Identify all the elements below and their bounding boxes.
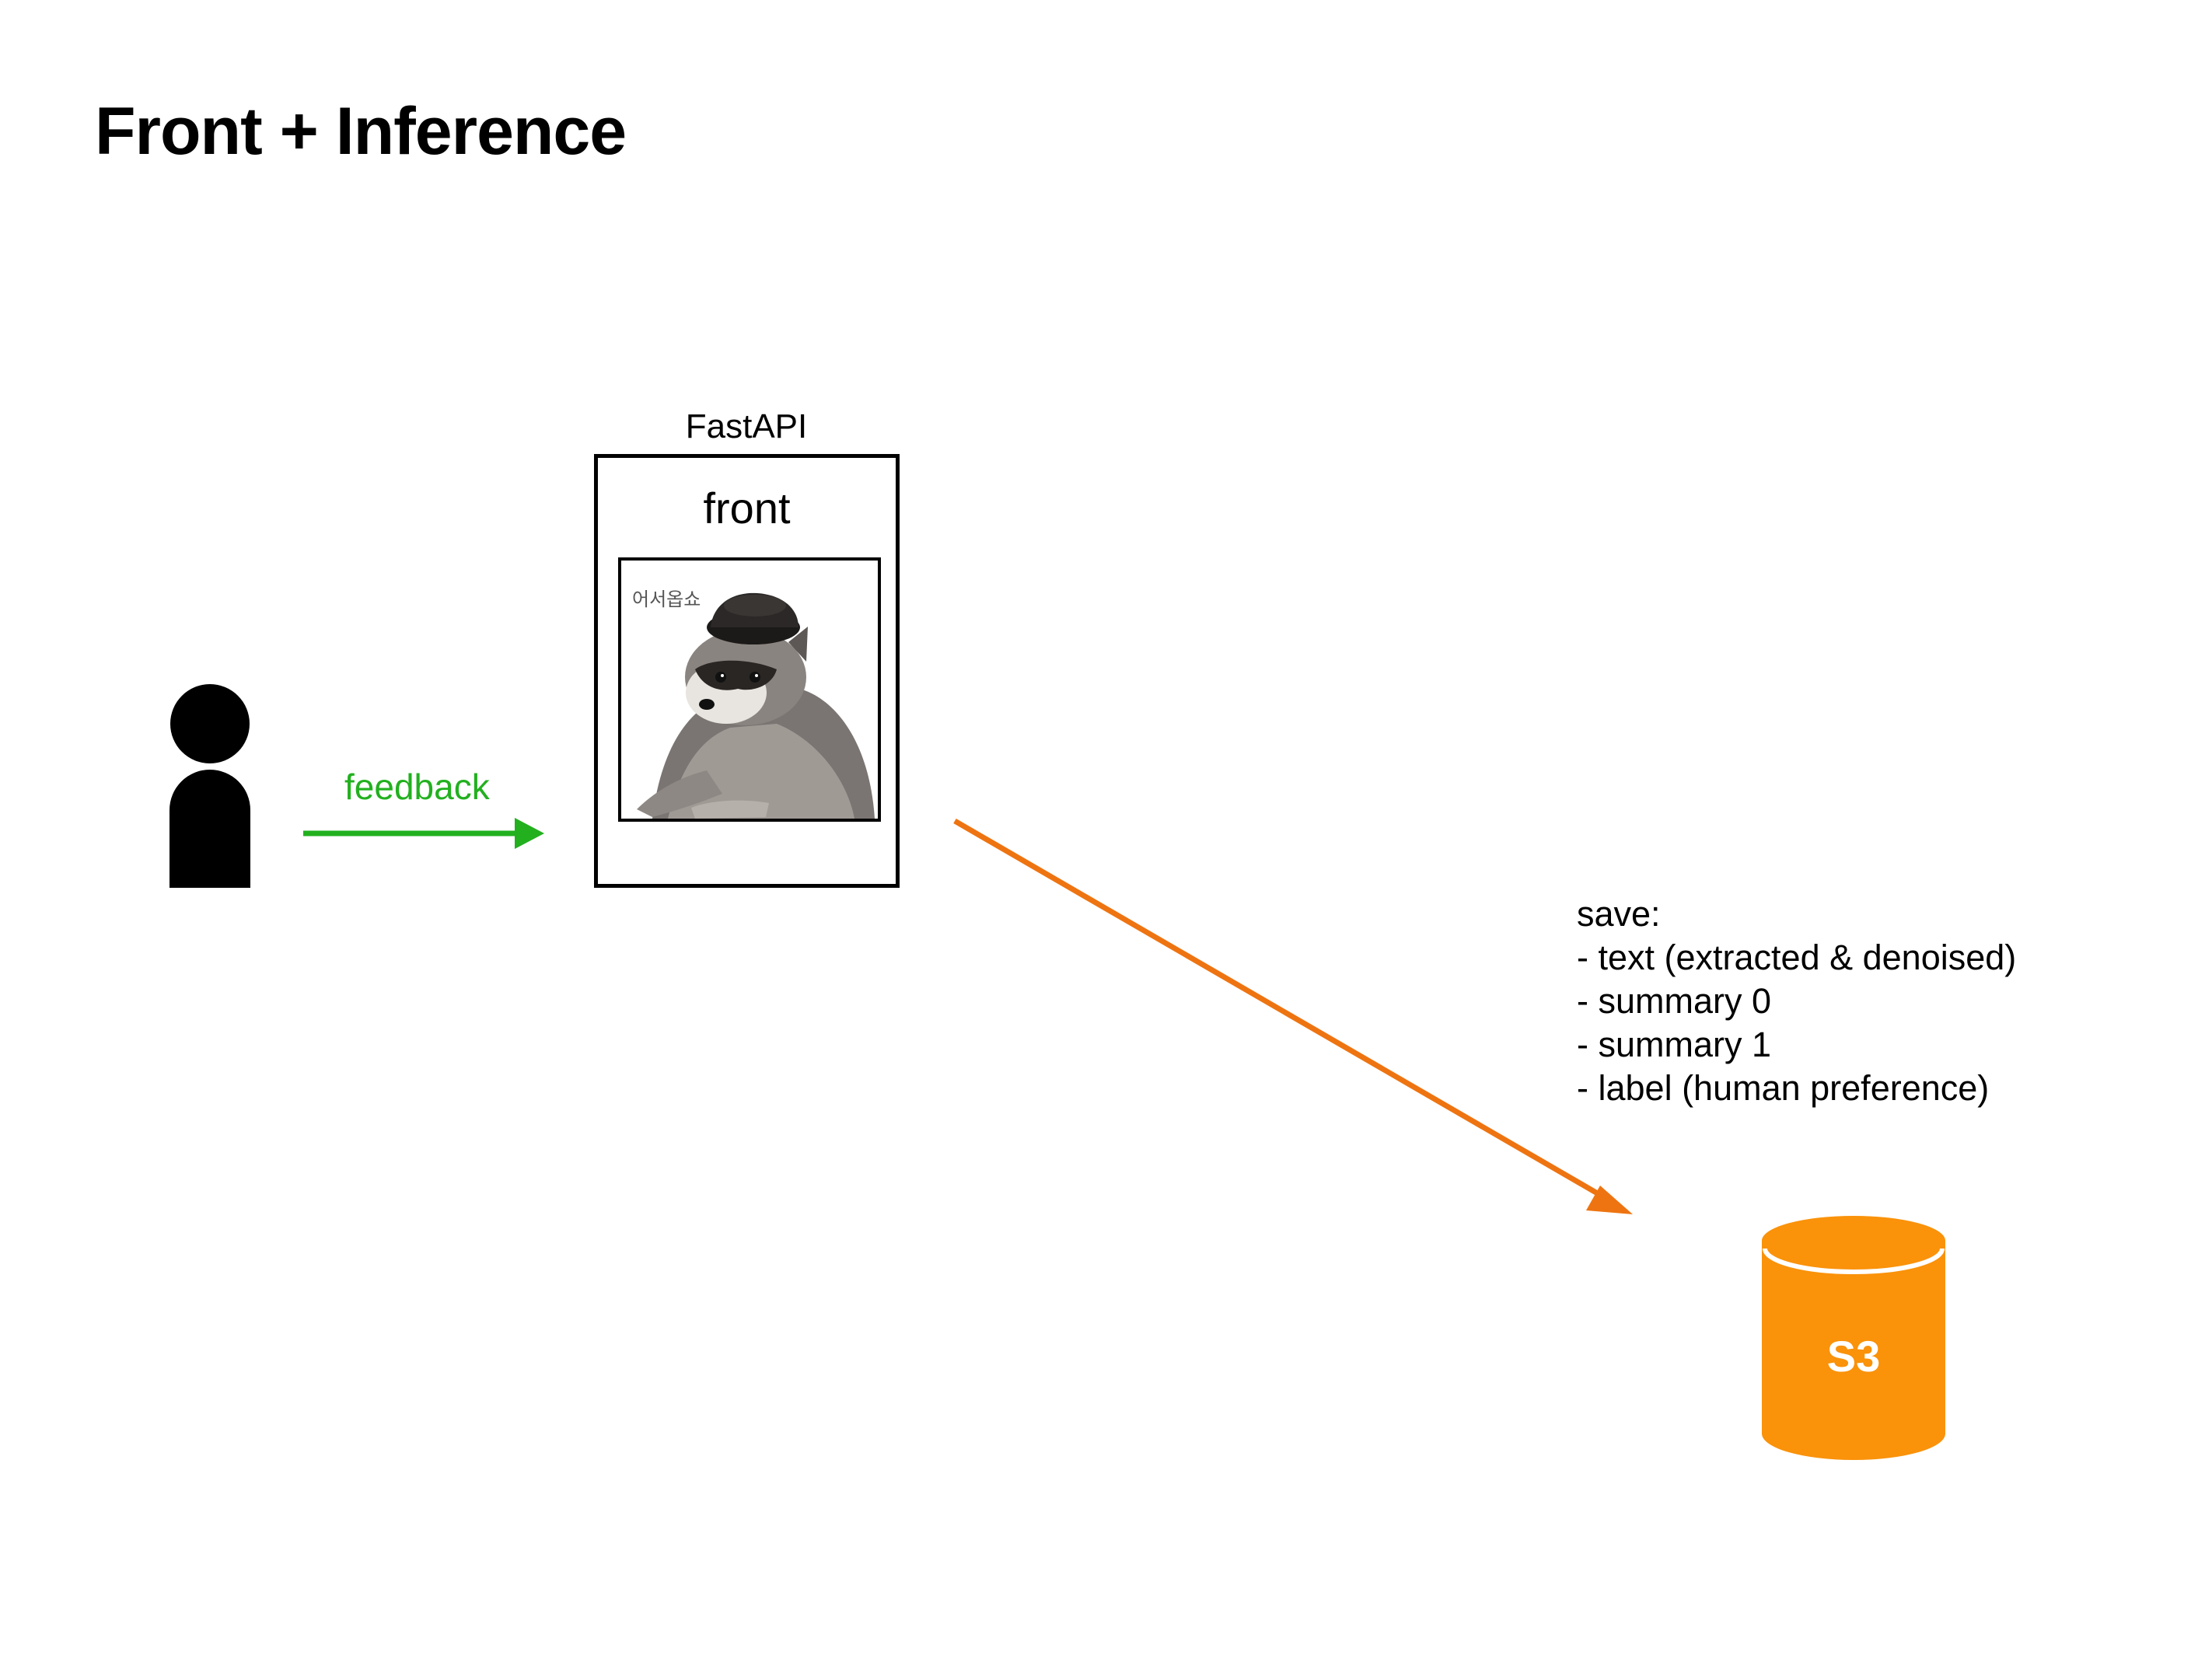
front-label: front xyxy=(703,484,791,533)
save-arrow xyxy=(953,818,1633,1214)
person-body xyxy=(169,770,250,888)
s3-label: S3 xyxy=(1826,1332,1881,1381)
save-heading: save: xyxy=(1577,894,1661,934)
database-cylinder-icon xyxy=(1762,1216,1945,1460)
save-item: - summary 1 xyxy=(1577,1025,1772,1064)
feedback-arrow xyxy=(303,818,544,849)
front-screen: 어서옵쇼 xyxy=(618,557,881,822)
save-item: - label (human preference) xyxy=(1577,1068,1990,1108)
person-head xyxy=(170,684,250,763)
slide-title: Front + Inference xyxy=(95,94,627,169)
raccoon-image xyxy=(637,592,875,819)
fastapi-label: FastAPI xyxy=(685,407,808,445)
front-box: front xyxy=(594,454,900,888)
save-note: save: - text (extracted & denoised) - su… xyxy=(1577,892,2016,1110)
save-item: - summary 0 xyxy=(1577,981,1772,1021)
greeting-text: 어서옵쇼 xyxy=(632,589,701,610)
person-icon xyxy=(169,684,250,888)
save-item: - text (extracted & denoised) xyxy=(1577,938,2017,977)
feedback-label: feedback xyxy=(344,767,490,807)
